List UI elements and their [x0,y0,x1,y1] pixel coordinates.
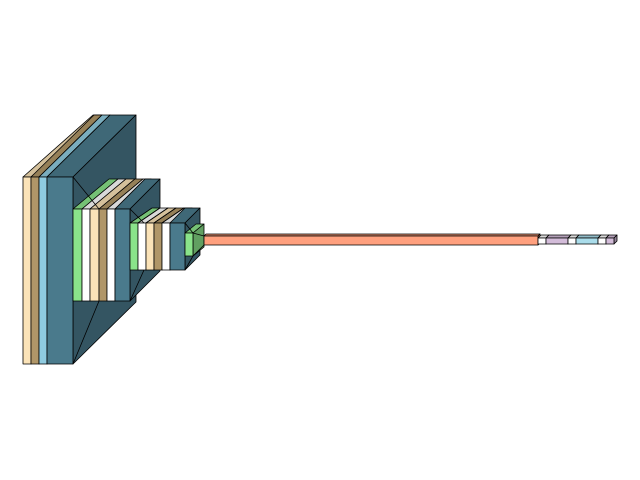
conv-layer-5-front-face [145,222,155,271]
batchnorm-layer-3-front-face [184,232,194,257]
connector-line-2 [129,208,145,224]
connector-line-3 [129,269,145,302]
dense-layer-1-top-face [545,234,572,239]
connector-line-1 [72,300,100,365]
dropout-layer-5-front-face [537,237,547,245]
dense-layer-2 [575,234,602,245]
dense-layer-3 [605,234,618,245]
dropout-layer-6-front-face [567,237,577,245]
conv-layer-4-front-face [98,208,108,302]
dense-layer-2-front-face [575,237,599,245]
conv-layer-6-front-face [153,222,163,271]
connector-line-7 [192,244,205,257]
batchnorm-layer-3 [184,223,205,257]
conv-layer-3-front-face [89,208,100,302]
dropout-layer-2-front-face [106,208,116,302]
connector-line-4 [184,222,194,234]
pool-layer-2-front-face [114,208,131,302]
pool-layer-3-front-face [169,222,186,271]
pool-layer-1-front-face [46,176,74,365]
batchnorm-layer-1-front-face [72,208,83,302]
input-layer-front-face [22,176,32,365]
flatten-layer [203,233,541,246]
batchnorm-layer-2-front-face [129,222,139,271]
dense-layer-2-top-face [575,234,602,239]
dropout-layer-7-front-face [597,237,607,245]
connector-line-5 [184,255,194,271]
dropout-layer-1-front-face [81,208,91,302]
conv-layer-2-front-face [38,176,48,365]
flatten-layer-front-face [203,235,539,246]
dense-layer-1 [545,234,572,245]
dropout-layer-4-front-face [161,222,171,271]
dropout-layer-3-front-face [137,222,147,271]
dense-layer-1-front-face [545,237,569,245]
connector-line-0 [72,176,100,210]
connector-line-6 [192,232,205,237]
dense-layer-3-front-face [605,237,615,245]
conv-layer-1-front-face [30,176,40,365]
